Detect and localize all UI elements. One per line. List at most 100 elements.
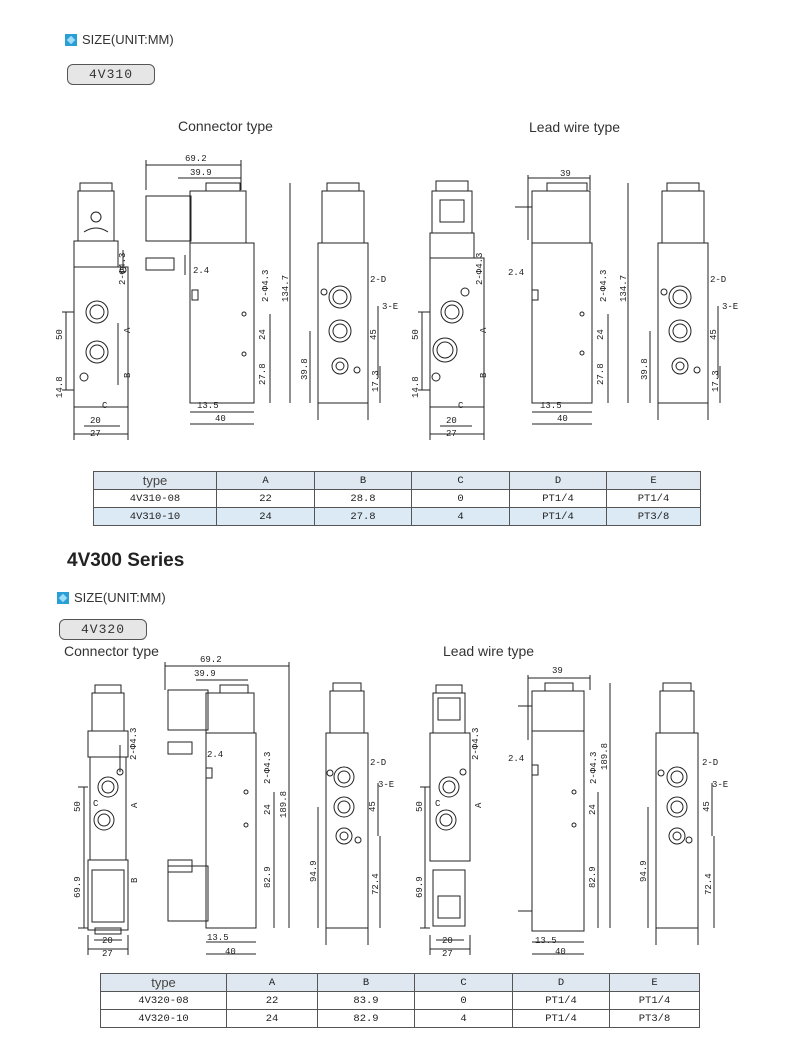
svg-text:2-D: 2-D: [710, 275, 726, 285]
table-cell: 83.9: [317, 991, 415, 1010]
svg-text:27: 27: [102, 949, 113, 959]
svg-text:3-E: 3-E: [712, 780, 728, 790]
table-row: 4V320-10 24 82.9 4 PT1/4 PT3/8: [100, 1009, 700, 1028]
connector-caption-1: Connector type: [178, 118, 273, 134]
svg-text:A: A: [123, 327, 133, 333]
size-header-1: SIZE(UNIT:MM): [65, 32, 174, 47]
view-leadwire-front-2: [420, 684, 471, 955]
svg-text:17.3: 17.3: [371, 370, 381, 392]
svg-text:50: 50: [411, 329, 421, 340]
svg-text:14.8: 14.8: [55, 376, 65, 398]
leadwire-caption-1: Lead wire type: [529, 119, 621, 135]
svg-text:2.4: 2.4: [508, 754, 524, 764]
svg-text:39: 39: [560, 169, 571, 179]
table-cell: PT3/8: [606, 507, 701, 526]
svg-text:39.8: 39.8: [640, 358, 650, 380]
svg-text:2.4: 2.4: [193, 266, 209, 276]
view-leadwire-back-1: [649, 182, 721, 420]
svg-text:27.8: 27.8: [258, 363, 268, 385]
bullet-icon: [65, 33, 77, 46]
table-cell: 22: [226, 991, 318, 1010]
svg-text:39.9: 39.9: [190, 168, 212, 178]
svg-text:24: 24: [263, 804, 273, 815]
table-row: 4V320-08 22 83.9 0 PT1/4 PT1/4: [100, 991, 700, 1010]
svg-text:C: C: [435, 799, 441, 809]
svg-text:B: B: [130, 877, 140, 883]
svg-text:20: 20: [446, 416, 457, 426]
svg-text:2-Φ4.3: 2-Φ4.3: [589, 752, 599, 784]
svg-text:2.4: 2.4: [508, 268, 524, 278]
svg-text:2-D: 2-D: [370, 275, 386, 285]
svg-text:2-Φ4.3: 2-Φ4.3: [261, 270, 271, 302]
svg-text:2-Φ4.3: 2-Φ4.3: [129, 728, 139, 760]
svg-text:69.9: 69.9: [415, 876, 425, 898]
table-cell: PT1/4: [512, 1009, 610, 1028]
header-d: D: [512, 973, 610, 992]
svg-text:24: 24: [588, 804, 598, 815]
size-label-1: SIZE(UNIT:MM): [82, 32, 174, 47]
spec-table-1: type A B C D E 4V310-08 22 28.8 0 PT1/4 …: [93, 471, 701, 526]
svg-text:39.8: 39.8: [300, 358, 310, 380]
header-type: type: [100, 973, 227, 992]
svg-text:50: 50: [55, 329, 65, 340]
svg-text:69.9: 69.9: [73, 876, 83, 898]
svg-text:27.8: 27.8: [596, 363, 606, 385]
header-a: A: [226, 973, 318, 992]
svg-text:2-D: 2-D: [702, 758, 718, 768]
svg-text:94.9: 94.9: [309, 860, 319, 882]
svg-text:69.2: 69.2: [185, 154, 207, 164]
svg-text:27: 27: [442, 949, 453, 959]
header-b: B: [314, 471, 412, 490]
svg-text:45: 45: [368, 801, 378, 812]
table-cell: 24: [226, 1009, 318, 1028]
svg-text:134.7: 134.7: [619, 275, 629, 302]
table-cell: PT1/4: [606, 489, 701, 508]
svg-text:C: C: [458, 401, 464, 411]
svg-text:2-Φ4.3: 2-Φ4.3: [475, 253, 485, 285]
table-cell: 4: [411, 507, 510, 526]
svg-text:40: 40: [557, 414, 568, 424]
svg-text:3-E: 3-E: [378, 780, 394, 790]
header-c: C: [411, 471, 510, 490]
svg-text:2-D: 2-D: [370, 758, 386, 768]
svg-text:A: A: [130, 802, 140, 808]
svg-text:50: 50: [415, 801, 425, 812]
svg-text:82.9: 82.9: [263, 866, 273, 888]
view-connector-back-2: [317, 682, 381, 945]
dimension-labels-1: 69.2 39.9 2-Φ4.3 2.4 2-Φ4.3 134.7 24 27.…: [55, 154, 738, 439]
svg-text:20: 20: [442, 936, 453, 946]
svg-text:40: 40: [555, 947, 566, 957]
svg-text:2.4: 2.4: [207, 750, 223, 760]
view-leadwire-side-1: [515, 175, 629, 425]
svg-text:189.8: 189.8: [279, 791, 289, 818]
svg-text:17.3: 17.3: [711, 370, 721, 392]
drawing-4v310: 69.2 39.9 2-Φ4.3 2.4 2-Φ4.3 134.7 24 27.…: [55, 154, 738, 440]
model-badge-1: 4V310: [67, 64, 155, 85]
header-e: E: [606, 471, 701, 490]
table-cell: 24: [216, 507, 315, 526]
table-cell: 27.8: [314, 507, 412, 526]
svg-text:13.5: 13.5: [197, 401, 219, 411]
svg-text:2-Φ4.3: 2-Φ4.3: [118, 253, 128, 285]
svg-text:45: 45: [369, 329, 379, 340]
svg-text:14.8: 14.8: [411, 376, 421, 398]
table-row: 4V310-10 24 27.8 4 PT1/4 PT3/8: [93, 507, 701, 526]
svg-text:134.7: 134.7: [281, 275, 291, 302]
table-header-row: type A B C D E: [93, 471, 701, 490]
header-e: E: [609, 973, 700, 992]
size-label-2: SIZE(UNIT:MM): [74, 590, 166, 605]
table-cell: 4V320-08: [100, 991, 227, 1010]
svg-text:40: 40: [225, 947, 236, 957]
series-title: 4V300 Series: [67, 550, 185, 571]
svg-text:94.9: 94.9: [639, 860, 649, 882]
svg-text:27: 27: [446, 429, 457, 439]
leadwire-caption-2: Lead wire type: [443, 643, 535, 659]
svg-text:39: 39: [552, 666, 563, 676]
view-leadwire-back-2: [647, 682, 715, 945]
table-cell: 82.9: [317, 1009, 415, 1028]
svg-text:45: 45: [709, 329, 719, 340]
view-connector-front-2: [78, 684, 129, 955]
view-connector-front-1: [62, 182, 129, 440]
svg-text:27: 27: [90, 429, 101, 439]
